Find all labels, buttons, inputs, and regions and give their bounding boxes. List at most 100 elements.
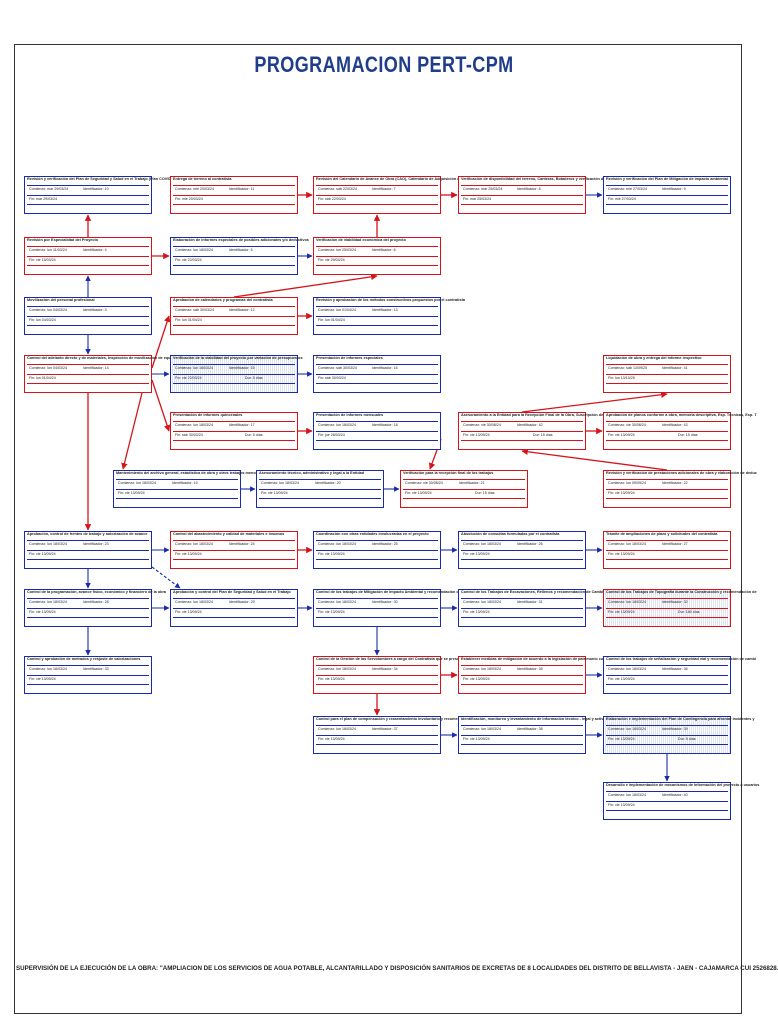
task-node[interactable]: Desarrollo e implementación de mecanismo…	[603, 782, 759, 820]
task-node[interactable]: Trámite de ampliaciones de plazo y solic…	[603, 531, 731, 569]
task-node[interactable]: Verificación de viabilidad económica del…	[313, 237, 441, 275]
task-node[interactable]: Elaboración e implementación del Plan de…	[603, 716, 755, 754]
divider	[461, 431, 583, 432]
task-name: Control de los trabajos de señalización …	[606, 657, 757, 661]
task-finish: Fin: mar 29/03/24	[29, 197, 58, 201]
divider	[606, 479, 728, 480]
divider	[606, 204, 728, 205]
task-duration: Dur: 5 días	[678, 737, 696, 741]
divider	[116, 498, 238, 499]
task-name: Asesoramiento técnico, administrativo y …	[259, 471, 365, 475]
task-start: Comienzo: lun 18/03/24	[463, 600, 501, 604]
divider	[606, 559, 728, 560]
divider	[173, 440, 295, 441]
task-node[interactable]: Aprobación de calendarios y programas de…	[170, 297, 298, 335]
divider	[173, 559, 295, 560]
divider	[606, 383, 728, 384]
dependency-arrow	[121, 392, 143, 470]
task-start: Comienzo: lun 18/03/24	[318, 600, 356, 604]
task-node[interactable]: Control y aprobación de metrados y reaju…	[24, 656, 152, 694]
task-node[interactable]: Elaboración de Informes especiales de po…	[170, 237, 309, 275]
task-node[interactable]: Revisión y aprobación de los métodos con…	[313, 297, 465, 335]
task-node[interactable]: Absolución de consultas formuladas por e…	[458, 531, 586, 569]
task-name: Verificación para la recepción final de …	[403, 471, 494, 475]
task-node[interactable]: Verificación de disponibilidad del terre…	[458, 176, 609, 214]
divider	[461, 598, 583, 599]
dependency-arrow	[233, 273, 378, 298]
task-node[interactable]: Control del adelanto directo y de materi…	[24, 355, 176, 393]
divider	[316, 256, 438, 257]
task-node[interactable]: Verificación de la viabilidad del proyec…	[170, 355, 303, 393]
task-node[interactable]: Control de la programación, avance físic…	[24, 589, 166, 627]
task-id: Identificador: 38	[517, 727, 543, 731]
task-id: Identificador: 31	[517, 600, 543, 604]
divider	[173, 325, 295, 326]
task-node[interactable]: Revisión y verificación del Plan de Miti…	[603, 176, 731, 214]
divider	[173, 540, 295, 541]
task-start: Comienzo: lun 18/03/24	[175, 423, 213, 427]
task-finish: Fin: vie 13/09/24	[608, 737, 635, 741]
task-node[interactable]: Asesoramiento a la Entidad para la Recep…	[458, 412, 611, 450]
task-id: Identificador: 29	[229, 600, 255, 604]
task-start: Comienzo: sáb 30/03/24	[175, 308, 214, 312]
divider	[173, 608, 295, 609]
task-node[interactable]: Control del abastecimiento y calidad de …	[170, 531, 298, 569]
dependency-arrow	[521, 448, 668, 471]
task-id: Identificador: 10	[83, 187, 109, 191]
divider	[461, 735, 583, 736]
task-node[interactable]: Establecer medidas de mitigación de acue…	[458, 656, 609, 694]
task-node[interactable]: Revisión y verificación de prestaciones …	[603, 470, 757, 508]
task-node[interactable]: Aprobación de planos conforme a obra, me…	[603, 412, 757, 450]
task-start: Comienzo: lun 18/03/24	[608, 727, 646, 731]
divider	[173, 316, 295, 317]
task-id: Identificador: 5	[229, 248, 253, 252]
task-finish: Fin: sáb 22/03/24	[318, 197, 346, 201]
task-node[interactable]: Identificación, monitoreo y levantamient…	[458, 716, 615, 754]
divider	[27, 256, 149, 257]
divider	[27, 540, 149, 541]
task-node[interactable]: Aprobación y control del Plan de Segurid…	[170, 589, 298, 627]
task-finish: Fin: lun 01/04/24	[175, 318, 202, 322]
task-finish: Fin: vie 13/09/24	[318, 737, 345, 741]
task-name: Verificación de viabilidad económica del…	[316, 238, 406, 242]
divider	[27, 246, 149, 247]
task-node[interactable]: Control de los Trabajos de Topografía du…	[603, 589, 757, 627]
task-name: Control para el plan de compensación y r…	[316, 717, 465, 721]
task-name: Aprobación y control del Plan de Segurid…	[173, 590, 291, 594]
task-start: Comienzo: lun 09/09/24	[608, 481, 646, 485]
dependency-arrow	[151, 315, 171, 369]
task-name: Movilización del personal profesional	[27, 298, 95, 302]
task-node[interactable]: Mantenimiento del archivo general, estad…	[113, 470, 261, 508]
task-node[interactable]: Control de los trabajos de señalización …	[603, 656, 757, 694]
task-finish: Fin: vie 13/09/24	[29, 677, 56, 681]
divider	[606, 791, 728, 792]
task-node[interactable]: Aprobación, control de frentes de trabaj…	[24, 531, 152, 569]
task-id: Identificador: 20	[315, 481, 341, 485]
task-node[interactable]: Revisión del Calendario de Avance de Obr…	[313, 176, 466, 214]
divider	[27, 195, 149, 196]
task-duration: Dur: 15 días	[533, 433, 553, 437]
task-node[interactable]: Control de los Trabajos de Excavaciones,…	[458, 589, 612, 627]
task-node[interactable]: Asesoramiento técnico, administrativo y …	[256, 470, 384, 508]
task-node[interactable]: Revisión y verificación del Plan de Segu…	[24, 176, 178, 214]
task-node[interactable]: Coordinación con otras entidades involuc…	[313, 531, 441, 569]
task-node[interactable]: Control de la Gestión de las Servidumbre…	[313, 656, 473, 694]
task-node[interactable]: Liquidación de obra y entrega del inform…	[603, 355, 731, 393]
task-node[interactable]: Control para el plan de compensación y r…	[313, 716, 465, 754]
task-node[interactable]: Control de los trabajos de Mitigación de…	[313, 589, 464, 627]
divider	[173, 256, 295, 257]
task-finish: Fin: vie 13/09/24	[175, 610, 202, 614]
task-id: Identificador: 22	[662, 481, 688, 485]
task-finish: Fin: jue 28/03/24	[318, 433, 345, 437]
divider	[461, 204, 583, 205]
divider	[173, 265, 295, 266]
divider	[606, 810, 728, 811]
task-node[interactable]: Verificación para la recepción final de …	[400, 470, 528, 508]
divider	[461, 617, 583, 618]
